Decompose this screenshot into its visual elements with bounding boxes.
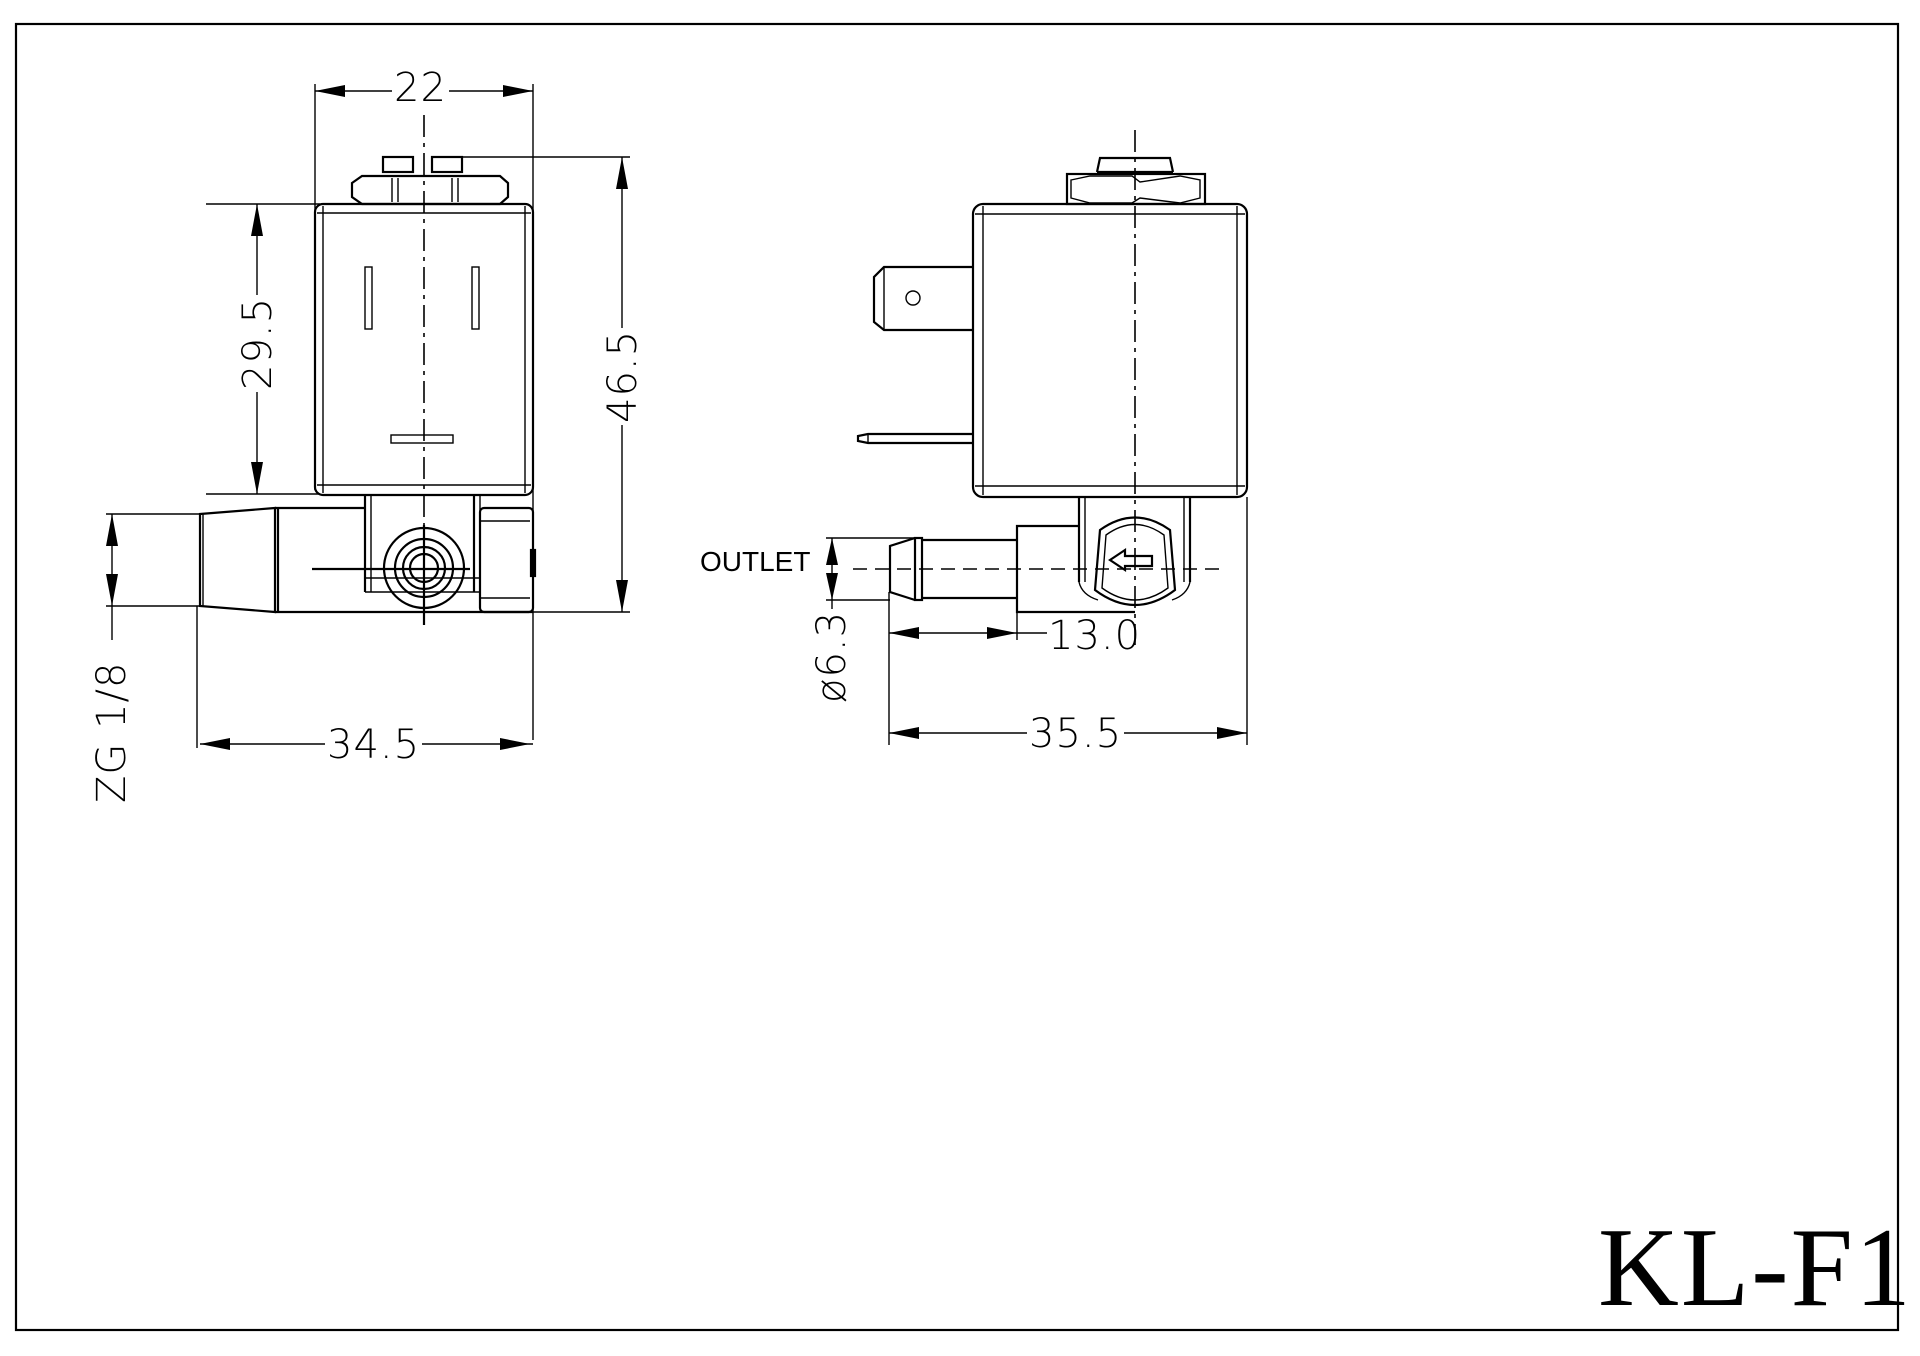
dim-thread-zg-1-8: ZG 1/8: [89, 659, 135, 805]
front-view: [106, 84, 630, 750]
dim-outlet-length-13-0: 13.0: [1048, 613, 1142, 659]
outlet-label: OUTLET: [700, 546, 811, 577]
dim-length-34-5: 34.5: [325, 722, 423, 768]
model-title: KL-F1: [1598, 1206, 1913, 1330]
dim-length-35-5: 35.5: [1027, 711, 1125, 757]
side-view: [826, 130, 1249, 745]
drawing-border: [14, 22, 1900, 1332]
dim-outlet-diameter-6-3: ø6.3: [809, 608, 855, 705]
dim-total-height-46-5: 46.5: [600, 327, 646, 425]
dim-width-22: 22: [392, 65, 449, 111]
dim-coil-height-29-5: 29.5: [235, 294, 281, 392]
